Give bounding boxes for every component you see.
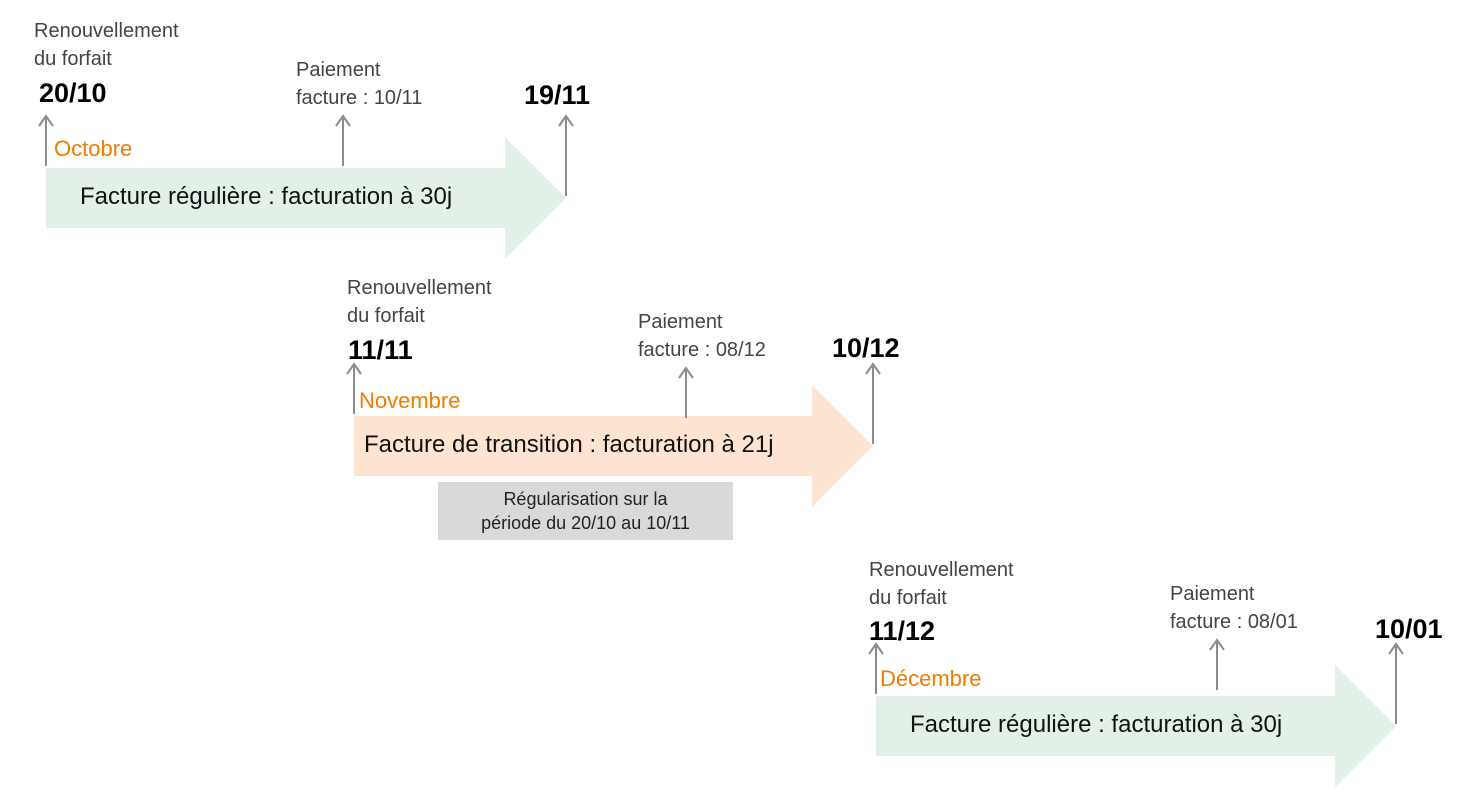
bar-label: Facture de transition : facturation à 21… (364, 431, 774, 458)
billing-bar-arrow (46, 137, 566, 259)
billing-bar-arrow (354, 385, 873, 507)
start-date: 20/10 (39, 78, 107, 108)
payment-arrow (1209, 638, 1225, 690)
month-label: Novembre (359, 388, 461, 413)
end-date: 19/11 (524, 80, 591, 110)
payment-arrow (335, 114, 351, 166)
regularisation-note: Régularisation sur la période du 20/10 a… (438, 482, 733, 540)
bar-label: Facture régulière : facturation à 30j (910, 711, 1283, 738)
billing-bar-arrow (876, 665, 1396, 787)
start-date: 11/12 (869, 616, 936, 646)
end-arrow (1388, 642, 1404, 724)
month-label: Décembre (880, 666, 982, 691)
renewal-arrow (346, 362, 362, 414)
payment-label: Paiement facture : 08/01 (1170, 583, 1298, 633)
bar-label: Facture régulière : facturation à 30j (80, 183, 453, 210)
payment-label: Paiement facture : 08/12 (638, 311, 766, 361)
end-date: 10/01 (1375, 614, 1443, 644)
end-arrow (865, 362, 881, 444)
renewal-label: Renouvellement du forfait (34, 20, 179, 70)
end-arrow (558, 114, 574, 196)
start-date: 11/11 (348, 335, 413, 365)
end-date: 10/12 (832, 333, 900, 363)
renewal-arrow (38, 114, 54, 166)
month-label: Octobre (54, 136, 133, 161)
renewal-label: Renouvellement du forfait (869, 559, 1014, 609)
payment-arrow (678, 366, 694, 418)
renewal-arrow (868, 642, 884, 694)
renewal-label: Renouvellement du forfait (347, 277, 492, 327)
payment-label: Paiement facture : 10/11 (296, 59, 423, 109)
